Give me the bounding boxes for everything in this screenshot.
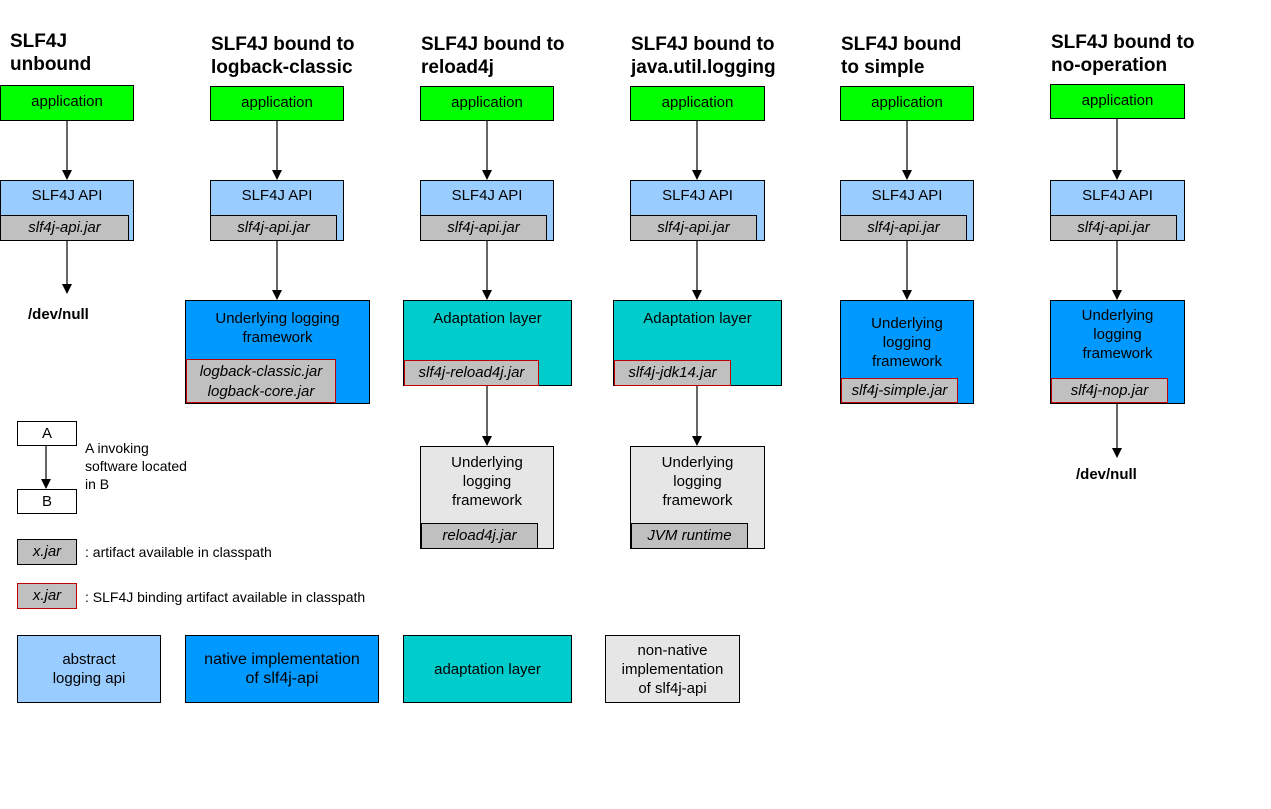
- title-line: reload4j: [421, 57, 494, 78]
- title-line: SLF4J bound to: [1051, 32, 1195, 53]
- api-label: SLF4J API: [31, 187, 103, 204]
- legend-line: native implementation: [204, 651, 360, 668]
- dev-null-label: /dev/null: [1076, 466, 1137, 483]
- framework-label: framework: [871, 353, 942, 370]
- framework-label: logging: [1093, 326, 1142, 343]
- column-title: SLF4J bound to simple: [841, 33, 961, 79]
- title-line: java.util.logging: [631, 57, 776, 78]
- framework-label: logging: [673, 473, 722, 490]
- legend-jar-desc: : artifact available in classpath: [85, 544, 272, 560]
- application-box: application: [420, 86, 554, 121]
- api-label: SLF4J API: [662, 187, 733, 204]
- framework-jar: reload4j.jar: [421, 523, 538, 549]
- dev-null-label: /dev/null: [28, 306, 89, 323]
- slf4j-api-box: SLF4J API slf4j-api.jar: [840, 180, 974, 241]
- framework-label: Underlying: [871, 315, 943, 332]
- adaptation-layer-box: Adaptation layer slf4j-jdk14.jar: [613, 300, 782, 386]
- title-line: SLF4J bound: [841, 34, 962, 55]
- api-label: SLF4J API: [451, 187, 523, 204]
- title-line: SLF4J bound to: [631, 34, 775, 55]
- framework-jar: JVM runtime: [631, 523, 748, 549]
- column-title: SLF4J bound to java.util.logging: [631, 33, 776, 79]
- title-line: logback-classic: [211, 57, 353, 78]
- legend-box-a: A: [17, 421, 77, 446]
- non-native-framework-box: Underlying logging framework reload4j.ja…: [420, 446, 554, 549]
- legend-abstract-api: abstract logging api: [17, 635, 161, 703]
- native-framework-box: Underlying logging framework slf4j-simpl…: [840, 300, 974, 404]
- native-framework-box: Underlying logging framework logback-cla…: [185, 300, 370, 404]
- framework-label: framework: [1082, 345, 1153, 362]
- api-jar: slf4j-api.jar: [630, 215, 757, 241]
- adaptation-label: Adaptation layer: [433, 310, 542, 327]
- legend-box-b: B: [17, 489, 77, 514]
- application-box: application: [210, 86, 344, 121]
- binding-jar: slf4j-reload4j.jar: [404, 360, 539, 386]
- column-title: SLF4J bound to reload4j: [421, 33, 565, 79]
- slf4j-api-box: SLF4J API slf4j-api.jar: [0, 180, 134, 241]
- application-box: application: [840, 86, 974, 121]
- legend-line: logging api: [52, 670, 126, 687]
- api-label: SLF4J API: [1082, 187, 1153, 204]
- native-framework-box: Underlying logging framework slf4j-nop.j…: [1050, 300, 1185, 404]
- slf4j-api-box: SLF4J API slf4j-api.jar: [420, 180, 554, 241]
- column-title: SLF4J unbound: [10, 30, 91, 76]
- legend-native-impl: native implementation of slf4j-api: [185, 635, 379, 703]
- api-jar: slf4j-api.jar: [0, 215, 129, 241]
- legend-line: non-native: [637, 641, 708, 659]
- application-box: application: [630, 86, 765, 121]
- slf4j-api-box: SLF4J API slf4j-api.jar: [630, 180, 765, 241]
- framework-label: Underlying: [451, 454, 523, 471]
- legend-line: of slf4j-api: [245, 670, 319, 687]
- jar-line: logback-classic.jar: [199, 363, 323, 380]
- framework-label: framework: [242, 329, 313, 346]
- adaptation-layer-box: Adaptation layer slf4j-reload4j.jar: [403, 300, 572, 386]
- legend-line: of slf4j-api: [638, 679, 707, 697]
- api-jar: slf4j-api.jar: [1050, 215, 1177, 241]
- api-jar: slf4j-api.jar: [840, 215, 967, 241]
- framework-label: Underlying: [661, 454, 734, 471]
- legend-invoke-text: A invoking software located in B: [85, 439, 187, 493]
- slf4j-api-box: SLF4J API slf4j-api.jar: [210, 180, 344, 241]
- non-native-framework-box: Underlying logging framework JVM runtime: [630, 446, 765, 549]
- legend-line: software located: [85, 458, 187, 474]
- framework-label: Underlying: [1081, 307, 1154, 324]
- api-label: SLF4J API: [241, 187, 313, 204]
- legend-binding-sample: x.jar: [17, 583, 77, 609]
- framework-label: logging: [882, 334, 932, 351]
- binding-jar: slf4j-jdk14.jar: [614, 360, 731, 386]
- binding-jar: logback-classic.jar logback-core.jar: [186, 359, 336, 403]
- legend-non-native-impl: non-native implementation of slf4j-api: [605, 635, 740, 703]
- legend-line: abstract: [62, 651, 116, 668]
- api-jar: slf4j-api.jar: [210, 215, 337, 241]
- legend-line: in B: [85, 476, 110, 492]
- title-line: SLF4J bound to: [211, 34, 355, 55]
- title-line: SLF4J bound to: [421, 34, 565, 55]
- binding-jar: slf4j-nop.jar: [1051, 378, 1168, 403]
- adaptation-label: Adaptation layer: [643, 310, 752, 327]
- legend-line: implementation: [621, 660, 724, 678]
- title-line: SLF4J: [10, 31, 68, 52]
- api-label: SLF4J API: [871, 187, 943, 204]
- application-box: application: [1050, 84, 1185, 119]
- legend-jar-sample: x.jar: [17, 539, 77, 565]
- column-title: SLF4J bound to no-operation: [1051, 31, 1195, 77]
- title-line: no-operation: [1051, 55, 1168, 76]
- jar-line: logback-core.jar: [207, 383, 315, 400]
- legend-binding-desc: : SLF4J binding artifact available in cl…: [85, 589, 366, 605]
- legend-adaptation-layer: adaptation layer: [403, 635, 572, 703]
- application-box: application: [0, 85, 134, 121]
- legend-line: A invoking: [85, 440, 149, 456]
- binding-jar: slf4j-simple.jar: [841, 378, 958, 403]
- api-jar: slf4j-api.jar: [420, 215, 547, 241]
- framework-label: framework: [451, 492, 522, 509]
- framework-label: logging: [462, 473, 512, 490]
- column-title: SLF4J bound to logback-classic: [211, 33, 355, 79]
- title-line: to simple: [841, 57, 925, 78]
- slf4j-api-box: SLF4J API slf4j-api.jar: [1050, 180, 1185, 241]
- framework-label: framework: [662, 492, 733, 509]
- title-line: unbound: [10, 54, 92, 75]
- framework-label: Underlying logging: [215, 310, 340, 327]
